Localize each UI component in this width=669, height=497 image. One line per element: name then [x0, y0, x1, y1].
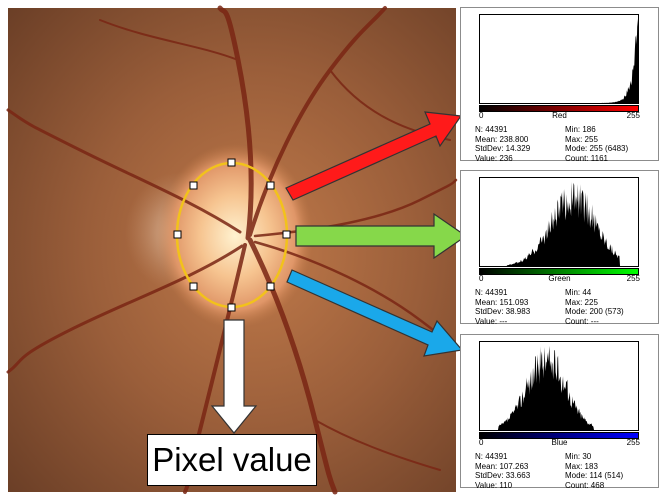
channel-gradient: [479, 105, 639, 112]
stat-stddev: StdDev: 38.983: [475, 307, 531, 316]
range-min: 0: [479, 274, 484, 283]
stat-mean: Mean: 238.800: [475, 134, 529, 144]
stat-value: Value: ---: [475, 316, 508, 326]
histogram-panel-blue: 0 Blue 255 N: 44391 Min: 30 Mean: 107.263…: [460, 334, 659, 490]
range-max: 255: [626, 438, 640, 447]
range-min: 0: [479, 111, 484, 120]
stat-mean: Mean: 151.093: [475, 297, 529, 307]
stat-count: Count: 468: [565, 480, 605, 490]
stat-max: Max: 183: [565, 461, 598, 471]
histogram-plot: [479, 341, 639, 431]
pixel-value-label: Pixel value: [147, 434, 317, 486]
histogram-bars: [480, 345, 638, 430]
stat-min: Min: 186: [565, 125, 596, 134]
stats: N: 44391 Min: 44 Mean: 151.093 Max: 225 St…: [475, 288, 655, 326]
stat-min: Min: 30: [565, 452, 592, 461]
stat-min: Min: 44: [565, 288, 592, 297]
stat-mean: Mean: 107.263: [475, 461, 529, 471]
histogram-plot: [479, 177, 639, 267]
stat-mode: Mode: 114 (514): [565, 471, 624, 480]
channel-gradient: [479, 432, 639, 439]
range-max: 255: [626, 274, 640, 283]
channel-gradient: [479, 268, 639, 275]
roi-handles[interactable]: [173, 158, 291, 312]
histogram-bars: [480, 18, 638, 103]
stat-n: N: 44391: [475, 452, 508, 461]
stats: N: 44391 Min: 30 Mean: 107.263 Max: 183 St…: [475, 452, 655, 490]
stats: N: 44391 Min: 186 Mean: 238.800 Max: 255 S…: [475, 125, 655, 163]
stat-mode: Mode: 255 (6483): [565, 144, 629, 153]
stat-mode: Mode: 200 (573): [565, 307, 624, 316]
green-arrow: [295, 212, 468, 260]
channel-name: Green: [548, 274, 571, 283]
range-min: 0: [479, 438, 484, 447]
histogram-panel-red: 0 Red 255 N: 44391 Min: 186 Mean: 238.800…: [460, 7, 659, 163]
stat-n: N: 44391: [475, 288, 508, 297]
stat-value: Value: 110: [475, 480, 513, 490]
stat-max: Max: 255: [565, 134, 598, 144]
down-arrow: [210, 319, 258, 434]
histogram-bars: [480, 181, 638, 266]
red-arrow: [285, 111, 463, 201]
range-max: 255: [626, 111, 640, 120]
blue-arrow: [286, 269, 464, 357]
stat-max: Max: 225: [565, 297, 598, 307]
channel-name: Blue: [551, 438, 568, 447]
histogram-plot: [479, 14, 639, 104]
stat-value: Value: 236: [475, 153, 513, 163]
histogram-panel-green: 0 Green 255 N: 44391 Min: 44 Mean: 151.09…: [460, 170, 659, 326]
stat-n: N: 44391: [475, 125, 508, 134]
stat-stddev: StdDev: 14.329: [475, 144, 531, 153]
stat-count: Count: 1161: [565, 153, 608, 163]
stat-count: Count: ---: [565, 316, 599, 326]
channel-name: Red: [552, 111, 567, 120]
stat-stddev: StdDev: 33.663: [475, 471, 531, 480]
